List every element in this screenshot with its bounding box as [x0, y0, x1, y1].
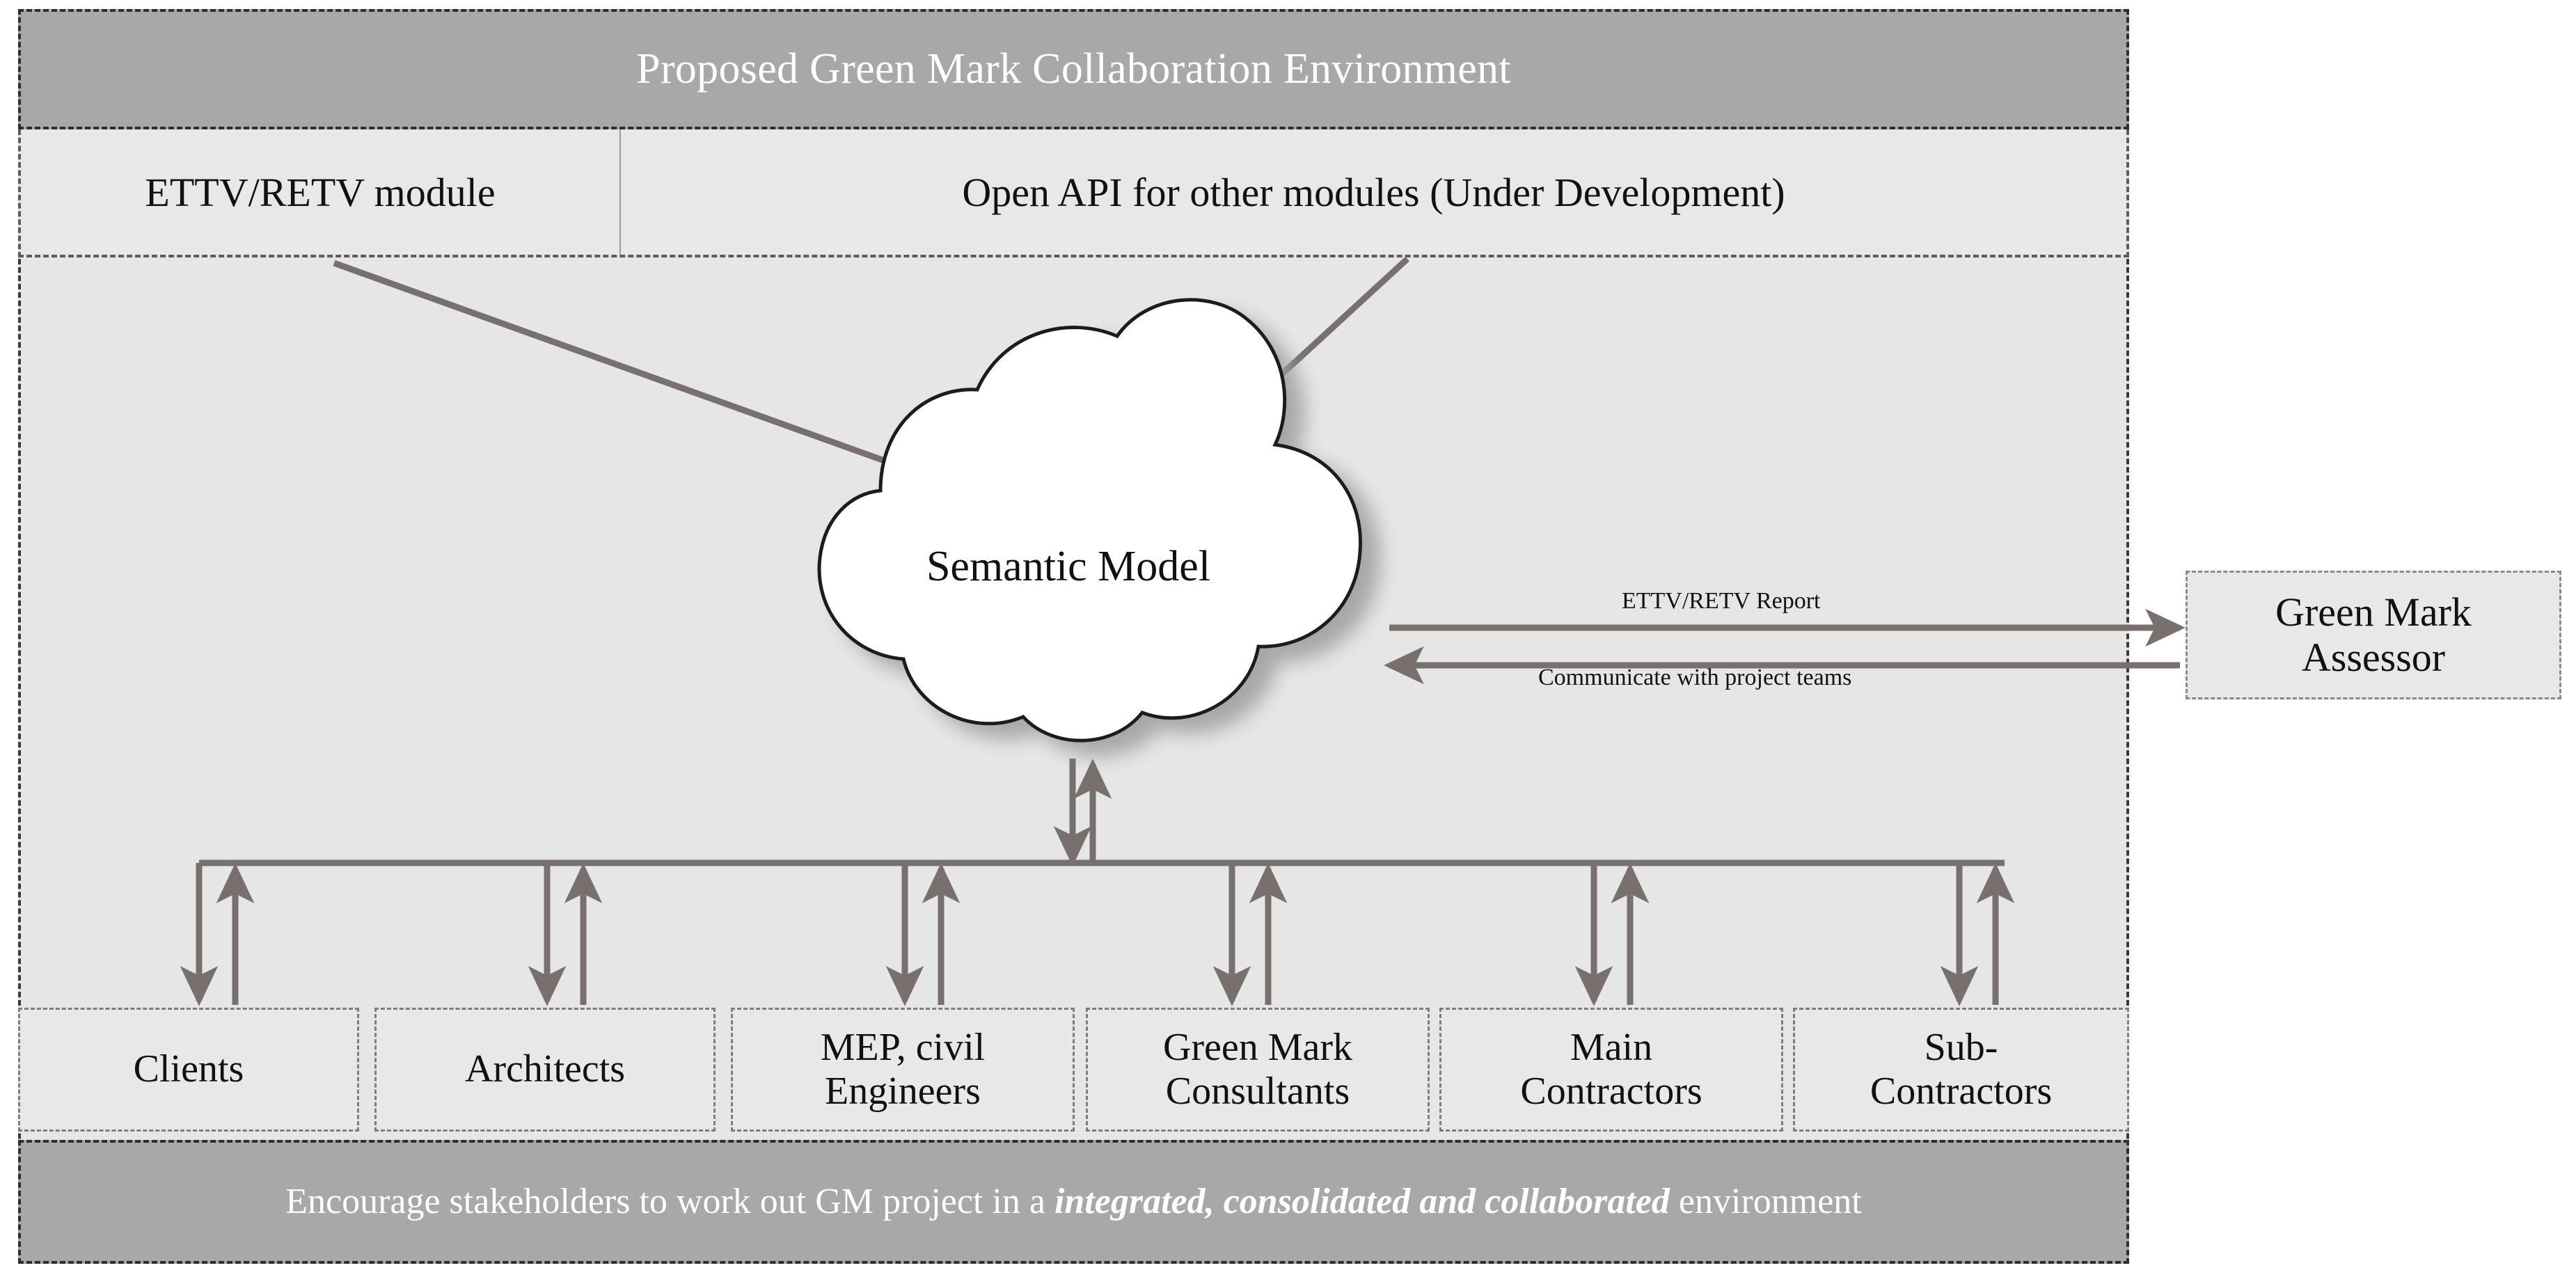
stakeholder-label-line1: Green Mark	[1162, 1025, 1353, 1069]
stakeholder-label-line2: Contractors	[1870, 1070, 2053, 1113]
stakeholder-label-line2: Consultants	[1165, 1070, 1350, 1113]
open-api-module-label: Open API for other modules (Under Develo…	[962, 169, 1785, 215]
stakeholder-box-main-contractors[interactable]: Main Contractors	[1439, 1008, 1783, 1132]
footer-emphasis: integrated, consolidated and collaborate…	[1054, 1182, 1670, 1222]
stakeholder-box-green-mark-consultants[interactable]: Green Mark Consultants	[1086, 1008, 1430, 1132]
footer-band: Encourage stakeholders to work out GM pr…	[18, 1140, 2129, 1264]
stakeholder-box-architects[interactable]: Architects	[374, 1008, 716, 1132]
footer-suffix: environment	[1669, 1182, 1862, 1222]
stakeholder-label-line2: Contractors	[1520, 1070, 1702, 1113]
module-row: ETTV/RETV module Open API for other modu…	[18, 129, 2129, 257]
ettv-retv-module-label: ETTV/RETV module	[145, 169, 496, 215]
edge-label-communicate: Communicate with project teams	[1538, 665, 1852, 690]
stakeholder-box-mep-civil-engineers[interactable]: MEP, civil Engineers	[731, 1008, 1075, 1132]
header-band: Proposed Green Mark Collaboration Enviro…	[18, 9, 2129, 129]
stakeholder-label-line1: Sub-	[1924, 1025, 1998, 1069]
ettv-retv-module-box[interactable]: ETTV/RETV module	[21, 129, 621, 255]
semantic-model-cloud-wrap[interactable]: Semantic Model	[738, 390, 1399, 759]
stakeholder-box-clients[interactable]: Clients	[18, 1008, 359, 1132]
stakeholder-label-line2: Engineers	[825, 1070, 981, 1113]
green-mark-assessor-box[interactable]: Green Mark Assessor	[2186, 571, 2561, 699]
assessor-label-line2: Assessor	[2301, 634, 2446, 680]
stakeholder-label-line1: Architects	[464, 1047, 626, 1091]
page-title: Proposed Green Mark Collaboration Enviro…	[636, 45, 1511, 93]
stakeholder-box-sub-contractors[interactable]: Sub- Contractors	[1793, 1008, 2129, 1132]
edge-label-report: ETTV/RETV Report	[1622, 588, 1821, 614]
open-api-module-box[interactable]: Open API for other modules (Under Develo…	[621, 129, 2126, 255]
footer-text: Encourage stakeholders to work out GM pr…	[285, 1180, 1862, 1223]
stakeholder-label-line1: MEP, civil	[820, 1025, 986, 1069]
stakeholder-label-line1: Main	[1570, 1025, 1653, 1069]
stakeholder-label-line1: Clients	[133, 1047, 244, 1091]
footer-prefix: Encourage stakeholders to work out GM pr…	[285, 1182, 1054, 1222]
assessor-label-line1: Green Mark	[2275, 589, 2472, 635]
semantic-model-label: Semantic Model	[926, 542, 1211, 590]
